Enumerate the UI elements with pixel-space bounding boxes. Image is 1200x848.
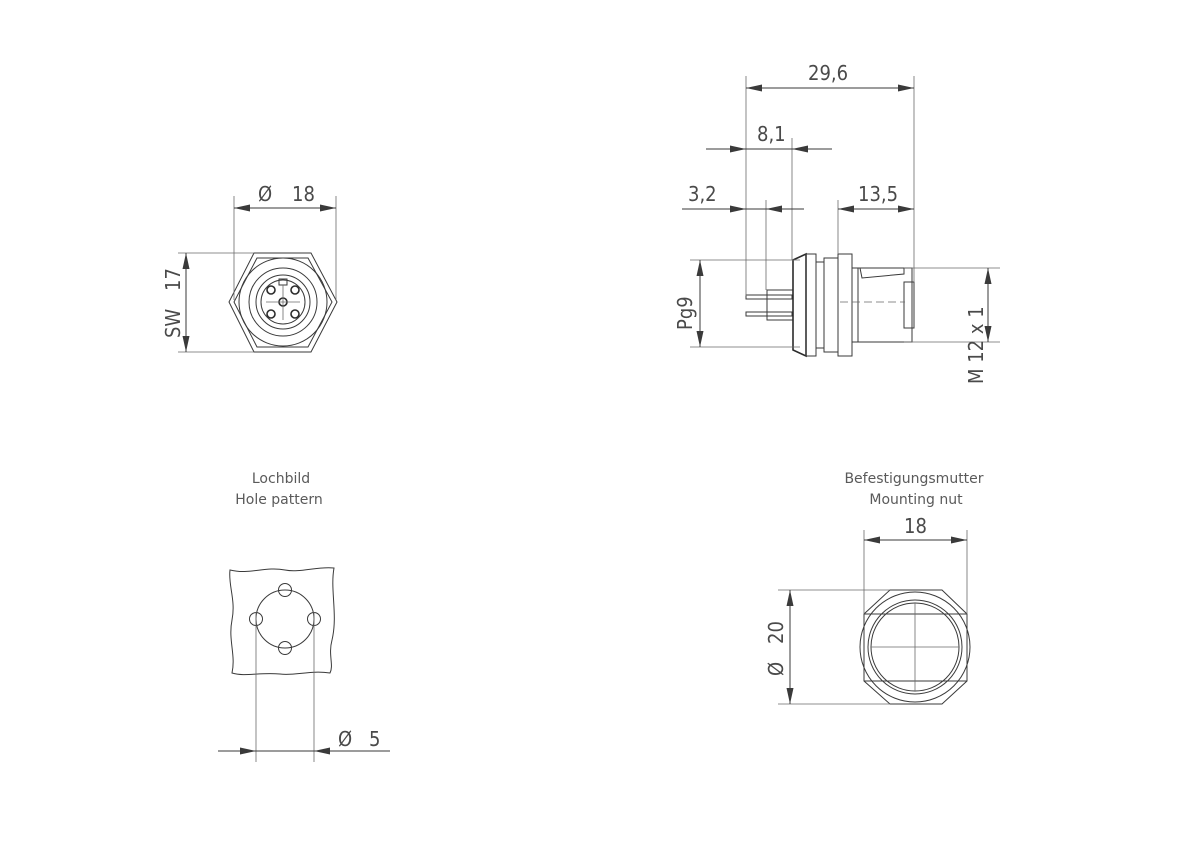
hole-pattern-view: Lochbild Hole pattern Ø 5 (218, 471, 390, 762)
mounting-nut-title-de: Befestigungsmutter (844, 471, 983, 487)
hole-pattern-hole (278, 583, 292, 597)
side-flange-3 (823, 257, 839, 353)
mounting-nut-outline (863, 589, 968, 705)
front-hex-inner (233, 257, 333, 348)
front-ring-4 (260, 279, 306, 325)
side-dim-8-value: 8,1 (757, 122, 786, 146)
mounting-nut-dia-value: 20 (764, 621, 788, 644)
hole-pattern-hole (278, 641, 292, 655)
side-flange-4 (837, 253, 853, 357)
front-ring-3 (255, 274, 311, 330)
mounting-nut-width-value: 18 (904, 514, 927, 538)
hole-pattern-title-en: Hole pattern (235, 492, 323, 508)
side-dim-29-value: 29,6 (808, 61, 848, 85)
hole-pattern-circle (255, 589, 315, 649)
front-pin (290, 285, 300, 295)
front-outer-ring (238, 257, 328, 347)
mounting-nut-dia-symbol: Ø (764, 662, 788, 676)
mounting-nut-view: Befestigungsmutter Mounting nut 18 Ø 20 (764, 471, 984, 705)
front-dia-value: 18 (292, 182, 315, 206)
side-pg9-label: Pg9 (673, 296, 697, 330)
hole-pattern-title-de: Lochbild (252, 471, 310, 487)
front-dia-symbol: Ø (258, 182, 272, 206)
front-ring-2 (248, 267, 318, 337)
mounting-nut-outer-circle (859, 591, 971, 703)
front-pin (266, 309, 276, 319)
mounting-nut-inner-circle (867, 599, 963, 695)
hole-pattern-dia-value: 5 (369, 727, 380, 751)
front-pin (266, 285, 276, 295)
side-flange-1 (805, 253, 817, 357)
side-rear-nut (792, 252, 807, 358)
side-pin (745, 294, 793, 300)
hole-pattern-plate (229, 567, 335, 676)
front-pin (290, 309, 300, 319)
mounting-nut-title-en: Mounting nut (869, 492, 963, 508)
front-hex-outline (228, 252, 338, 353)
side-dim-3-value: 3,2 (688, 182, 717, 206)
front-sw-value: 17 (161, 268, 185, 291)
side-view: 29,6 8,1 3,2 13,5 Pg9 M 12 x 1 (673, 61, 1000, 384)
side-pin (745, 311, 793, 317)
side-thread-body (851, 267, 913, 343)
front-view: Ø 18 SW 17 (161, 182, 338, 353)
side-m12-label: M 12 x 1 (964, 306, 988, 384)
hole-pattern-dia-symbol: Ø (338, 727, 352, 751)
front-sw-label: SW (161, 309, 185, 338)
side-front-tip (903, 281, 915, 329)
side-flange-2 (815, 261, 825, 349)
side-dim-13-value: 13,5 (858, 182, 898, 206)
